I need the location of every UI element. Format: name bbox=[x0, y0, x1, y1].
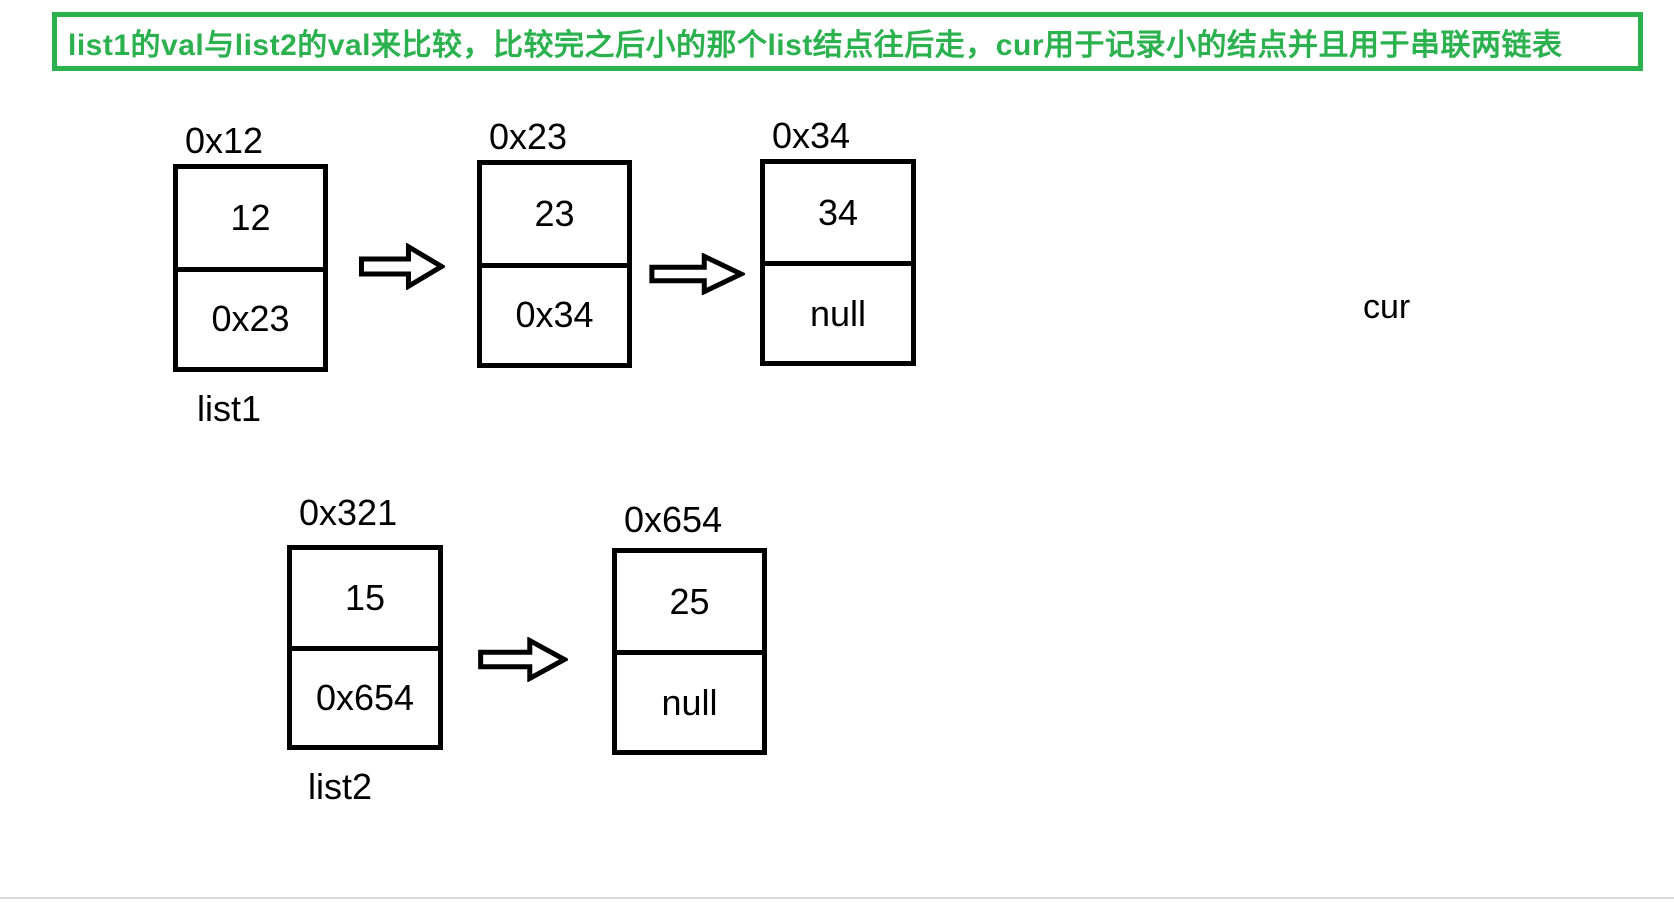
node-value: 25 bbox=[617, 553, 762, 656]
right-arrow-icon bbox=[648, 253, 745, 295]
right-arrow-icon bbox=[358, 243, 445, 290]
title-text: list1的val与list2的val来比较，比较完之后小的那个list结点往后… bbox=[68, 28, 1563, 62]
node-next-pointer: 0x654 bbox=[315, 677, 415, 719]
node-address-label: 0x321 bbox=[299, 492, 398, 533]
node-next-pointer: 0x23 bbox=[211, 298, 290, 340]
list1-node-1: 12 0x23 bbox=[173, 164, 328, 372]
list1-node-2: 23 0x34 bbox=[477, 160, 632, 368]
title-banner: list1的val与list2的val来比较，比较完之后小的那个list结点往后… bbox=[52, 12, 1643, 71]
list1-node-3: 34 null bbox=[760, 159, 916, 366]
node-next-pointer: null bbox=[661, 681, 718, 723]
right-arrow-icon bbox=[477, 637, 568, 682]
node-value: 34 bbox=[765, 164, 911, 267]
node-address-label: 0x12 bbox=[185, 120, 264, 161]
node-address-label: 0x23 bbox=[489, 116, 568, 157]
bottom-divider bbox=[0, 897, 1674, 899]
node-value: 15 bbox=[292, 550, 438, 652]
node-address-label: 0x34 bbox=[772, 115, 851, 156]
list1-label: list1 bbox=[197, 388, 262, 429]
node-address-label: 0x654 bbox=[624, 499, 723, 540]
node-next-pointer: 0x34 bbox=[515, 294, 594, 336]
list2-label: list2 bbox=[308, 766, 373, 807]
list2-node-2: 25 null bbox=[612, 548, 767, 755]
node-next-pointer: null bbox=[809, 292, 867, 334]
list2-node-1: 15 0x654 bbox=[287, 545, 443, 750]
node-value: 23 bbox=[482, 165, 627, 268]
cur-pointer-label: cur bbox=[1363, 288, 1411, 326]
node-value: 12 bbox=[178, 169, 323, 272]
